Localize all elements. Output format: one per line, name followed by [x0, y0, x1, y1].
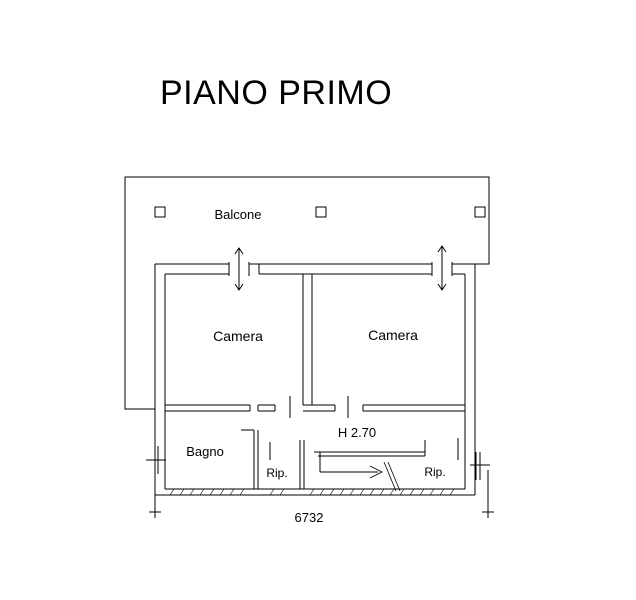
bathroom-label: Bagno [186, 444, 224, 459]
balcony-column [315, 206, 327, 218]
dimension-line [149, 470, 494, 518]
storage-left-label: Rip. [266, 466, 287, 480]
ceiling-height-label: H 2.70 [338, 425, 376, 440]
outer-walls [154, 262, 476, 496]
section-mark-right [470, 452, 490, 480]
bedroom-left-label: Camera [213, 328, 263, 344]
window-arrow-icon [437, 245, 447, 291]
section-mark-left [146, 446, 166, 474]
stair-symbol [369, 461, 401, 492]
balcony-outline [124, 176, 490, 410]
plan-title: PIANO PRIMO [160, 74, 393, 112]
balcony-column [474, 206, 486, 218]
window-arrow-icon [234, 247, 244, 291]
balcony-label: Balcone [215, 207, 262, 222]
bottom-wall-hatch [169, 488, 455, 496]
bedroom-right-label: Camera [368, 327, 418, 343]
storage-right-label: Rip. [424, 465, 445, 479]
balcony-column [154, 206, 166, 218]
interior-walls [164, 274, 466, 489]
scale-id-label: 6732 [295, 510, 324, 525]
